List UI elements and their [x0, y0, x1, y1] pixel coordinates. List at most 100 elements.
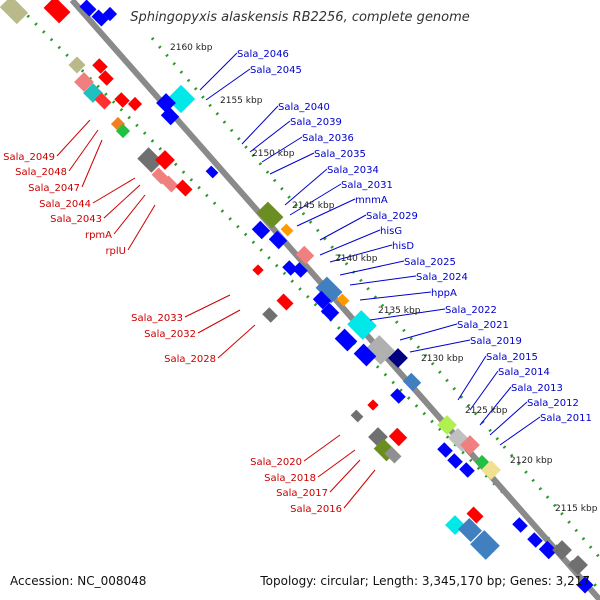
- gene-feature: [460, 435, 480, 455]
- gene-feature: [94, 92, 112, 110]
- label-leader: [319, 214, 367, 241]
- label-leader: [249, 120, 291, 153]
- label-leader: [296, 198, 356, 227]
- gene-feature: [402, 372, 422, 392]
- gene-feature: [437, 442, 453, 458]
- gene-label-plus: Sala_2036: [302, 133, 354, 144]
- map-title: Sphingopyxis alaskensis RB2256, complete…: [130, 10, 470, 25]
- gene-label-minus: rplU: [105, 246, 126, 257]
- gene-feature: [353, 343, 377, 367]
- gene-label-plus: Sala_2040: [278, 102, 330, 113]
- tick-label: 2150 kbp: [252, 149, 295, 159]
- gene-feature: [459, 462, 475, 478]
- label-leader: [369, 308, 446, 321]
- gene-feature: [347, 310, 377, 340]
- gene-feature: [365, 335, 395, 365]
- gene-feature: [538, 540, 558, 560]
- gene-feature: [350, 409, 364, 423]
- tick-label: 2130 kbp: [421, 354, 464, 364]
- gene-feature: [390, 388, 406, 404]
- label-leader: [489, 401, 528, 436]
- gene-feature: [114, 92, 130, 108]
- label-leader: [409, 339, 471, 353]
- gene-label-plus: Sala_2019: [470, 336, 522, 347]
- gene-label-plus: hisD: [392, 241, 414, 252]
- tick-label: 2160 kbp: [170, 43, 213, 53]
- label-leader: [457, 355, 487, 401]
- gene-feature: [256, 201, 284, 229]
- gene-label-plus: Sala_2039: [290, 117, 342, 128]
- gene-feature: [481, 460, 501, 480]
- gene-label-plus: Sala_2045: [250, 65, 302, 76]
- label-leader: [184, 294, 231, 318]
- label-leader: [92, 177, 136, 204]
- gene-feature: [282, 260, 298, 276]
- gene-feature: [155, 150, 175, 170]
- gene-feature: [457, 517, 483, 543]
- gene-feature: [315, 276, 343, 304]
- gene-feature: [160, 106, 180, 126]
- gene-label-plus: Sala_2046: [237, 49, 289, 60]
- gene-label-minus: Sala_2028: [164, 354, 216, 365]
- tick-label: 2125 kbp: [465, 406, 508, 416]
- label-leader: [317, 449, 356, 478]
- gene-feature: [552, 540, 572, 560]
- gene-label-plus: Sala_2013: [511, 383, 563, 394]
- label-leader: [349, 275, 417, 286]
- label-leader: [339, 260, 405, 276]
- label-leader: [56, 119, 91, 157]
- gene-feature: [384, 446, 402, 464]
- label-leader: [329, 459, 361, 493]
- gene-feature: [388, 427, 408, 447]
- gene-feature: [156, 93, 176, 113]
- gene-label-plus: Sala_2022: [445, 305, 497, 316]
- label-leader: [261, 136, 303, 163]
- gene-label-plus: Sala_2015: [486, 352, 538, 363]
- gene-feature: [43, 0, 71, 24]
- gene-feature: [280, 223, 294, 237]
- label-leader: [217, 324, 256, 359]
- label-leader: [269, 152, 315, 175]
- label-leader: [199, 52, 238, 91]
- gene-label-plus: mnmA: [355, 195, 388, 206]
- gene-feature: [268, 230, 288, 250]
- tick-label: 2145 kbp: [292, 201, 335, 211]
- gene-label-minus: Sala_2047: [28, 183, 80, 194]
- label-leader: [68, 129, 99, 172]
- gene-label-plus: Sala_2034: [327, 165, 379, 176]
- gene-label-plus: Sala_2029: [366, 211, 418, 222]
- label-leader: [103, 184, 141, 219]
- label-leader: [479, 386, 512, 426]
- gene-label-minus: Sala_2016: [290, 504, 342, 515]
- gene-feature: [576, 576, 594, 594]
- gene-feature: [127, 96, 143, 112]
- gene-feature: [388, 348, 408, 368]
- tick-label: 2135 kbp: [378, 306, 421, 316]
- gene-label-plus: Sala_2031: [341, 180, 393, 191]
- gene-label-plus: Sala_2035: [314, 149, 366, 160]
- tick-label: 2115 kbp: [555, 504, 598, 514]
- gene-label-minus: rpmA: [85, 230, 112, 241]
- gene-label-minus: Sala_2033: [131, 313, 183, 324]
- gene-feature: [466, 506, 484, 524]
- gene-feature: [68, 56, 86, 74]
- gene-feature: [92, 58, 108, 74]
- accession-label: Accession: NC_008048: [10, 574, 147, 588]
- tick-label: 2120 kbp: [510, 456, 553, 466]
- gene-label-plus: Sala_2025: [404, 257, 456, 268]
- gene-label-plus: hisG: [380, 226, 402, 237]
- gene-label-minus: Sala_2048: [15, 167, 67, 178]
- gene-feature: [175, 179, 193, 197]
- gene-feature: [367, 399, 379, 411]
- gene-label-plus: hppA: [431, 288, 457, 299]
- gene-feature: [295, 245, 315, 265]
- gene-label-plus: Sala_2012: [527, 398, 579, 409]
- label-leaders: [56, 52, 541, 509]
- gene-label-plus: Sala_2021: [457, 320, 509, 331]
- label-leader: [399, 323, 458, 341]
- label-leader: [289, 183, 342, 216]
- label-leader: [205, 68, 251, 101]
